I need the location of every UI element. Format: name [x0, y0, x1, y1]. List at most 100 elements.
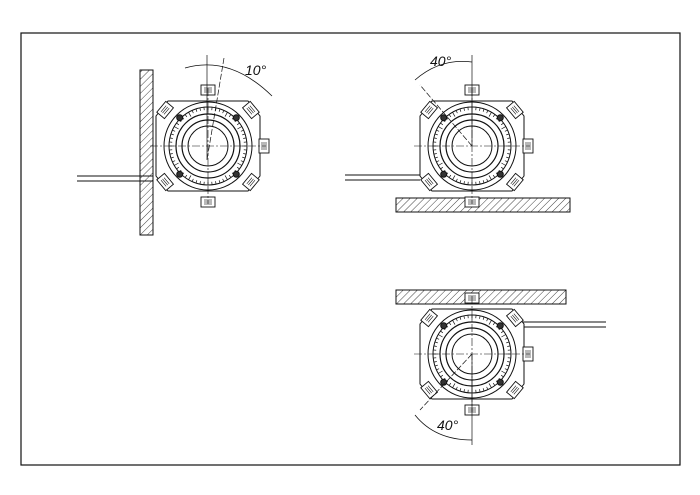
floor-mount-view: [345, 55, 571, 213]
dial-tick: [507, 361, 511, 363]
dial-tick: [500, 330, 504, 334]
dial-tick: [479, 315, 481, 319]
dial-tick: [440, 330, 444, 334]
dial-tick: [199, 107, 201, 111]
screw-head: [440, 322, 448, 330]
dial-tick: [184, 174, 188, 178]
gland-thread: [246, 177, 253, 184]
dial-tick: [479, 107, 481, 111]
cable-gland: [505, 380, 524, 400]
dial-tick: [488, 175, 492, 180]
gland-thread: [427, 385, 434, 392]
dial-tick: [436, 160, 440, 163]
cable-gland: [420, 308, 439, 328]
angle-arc: [414, 61, 473, 81]
cable-gland: [420, 100, 439, 120]
dial-tick: [188, 175, 192, 180]
dial-tick: [434, 341, 438, 344]
dial-tick: [236, 166, 240, 170]
floor-hatch: [395, 197, 571, 213]
gland-thread: [426, 314, 432, 322]
dial-tick: [174, 162, 179, 166]
dial-tick: [169, 137, 173, 139]
dial-tick: [479, 181, 481, 185]
dial-tick: [455, 110, 458, 114]
gland-thread: [249, 105, 256, 112]
dial-tick: [455, 318, 458, 322]
tilt-line: [206, 57, 225, 161]
dial-tick: [172, 160, 176, 163]
gland-thread: [426, 106, 432, 114]
gland-thread: [424, 180, 431, 187]
screw-head: [496, 378, 504, 386]
dial-tick: [448, 382, 452, 386]
dial-tick: [218, 180, 221, 184]
dial-tick: [224, 175, 228, 180]
angle-label-ceiling: 40°: [437, 417, 459, 433]
dial-tick: [507, 153, 511, 155]
dial-tick: [500, 122, 504, 126]
gland-thread: [426, 386, 432, 394]
dial-tick: [188, 112, 192, 117]
gland-thread: [162, 106, 168, 114]
screw-head: [232, 170, 240, 178]
gland-thread: [512, 314, 518, 322]
dial-tick: [222, 178, 225, 182]
dial-tick: [237, 162, 242, 166]
dial-tick: [434, 133, 438, 136]
dial-tick: [506, 341, 510, 344]
dial-tick: [501, 370, 506, 374]
dial-tick: [228, 174, 232, 178]
dial-tick: [440, 374, 444, 378]
dial-tick: [504, 337, 508, 340]
dial-tick: [482, 316, 485, 320]
dial-tick: [500, 166, 504, 170]
gland-thread: [424, 105, 431, 112]
dial-tick: [482, 388, 485, 392]
dial-tick: [433, 153, 437, 155]
gland-thread: [163, 177, 170, 184]
dial-tick: [452, 175, 456, 180]
dial-tick: [459, 388, 462, 392]
screw-head: [440, 170, 448, 178]
angle-label-floor: 40°: [430, 53, 452, 69]
dial-tick: [242, 133, 246, 136]
gland-thread: [160, 105, 167, 112]
dial-tick: [486, 178, 489, 182]
enclosure: [414, 292, 534, 416]
gland-thread: [510, 108, 517, 115]
dial-tick: [448, 322, 452, 326]
enclosure: [150, 84, 270, 208]
dial-tick: [452, 112, 456, 117]
dial-tick: [507, 137, 511, 139]
dial-tick: [434, 364, 438, 367]
dial-tick: [488, 320, 492, 325]
dial-tick: [488, 383, 492, 388]
dial-tick: [501, 162, 506, 166]
cable-gland: [241, 100, 260, 120]
gland-thread: [162, 178, 168, 186]
dial-tick: [218, 108, 221, 112]
cable-gland: [241, 172, 260, 192]
gland-thread: [512, 386, 518, 394]
dial-tick: [506, 156, 510, 159]
dial-tick: [242, 156, 246, 159]
dial-tick: [433, 137, 437, 139]
dial-tick: [504, 160, 508, 163]
gland-thread: [513, 313, 520, 320]
screw-head: [496, 322, 504, 330]
dial-tick: [436, 337, 440, 340]
dial-tick: [237, 126, 242, 130]
dial-tick: [433, 361, 437, 363]
dial-tick: [438, 162, 443, 166]
dial-tick: [438, 370, 443, 374]
dial-tick: [228, 114, 232, 118]
dial-tick: [199, 181, 201, 185]
dial-tick: [482, 108, 485, 112]
dial-tick: [455, 178, 458, 182]
dial-tick: [452, 320, 456, 325]
dial-tick: [507, 345, 511, 347]
enclosure: [414, 84, 534, 208]
dial-tick: [501, 126, 506, 130]
